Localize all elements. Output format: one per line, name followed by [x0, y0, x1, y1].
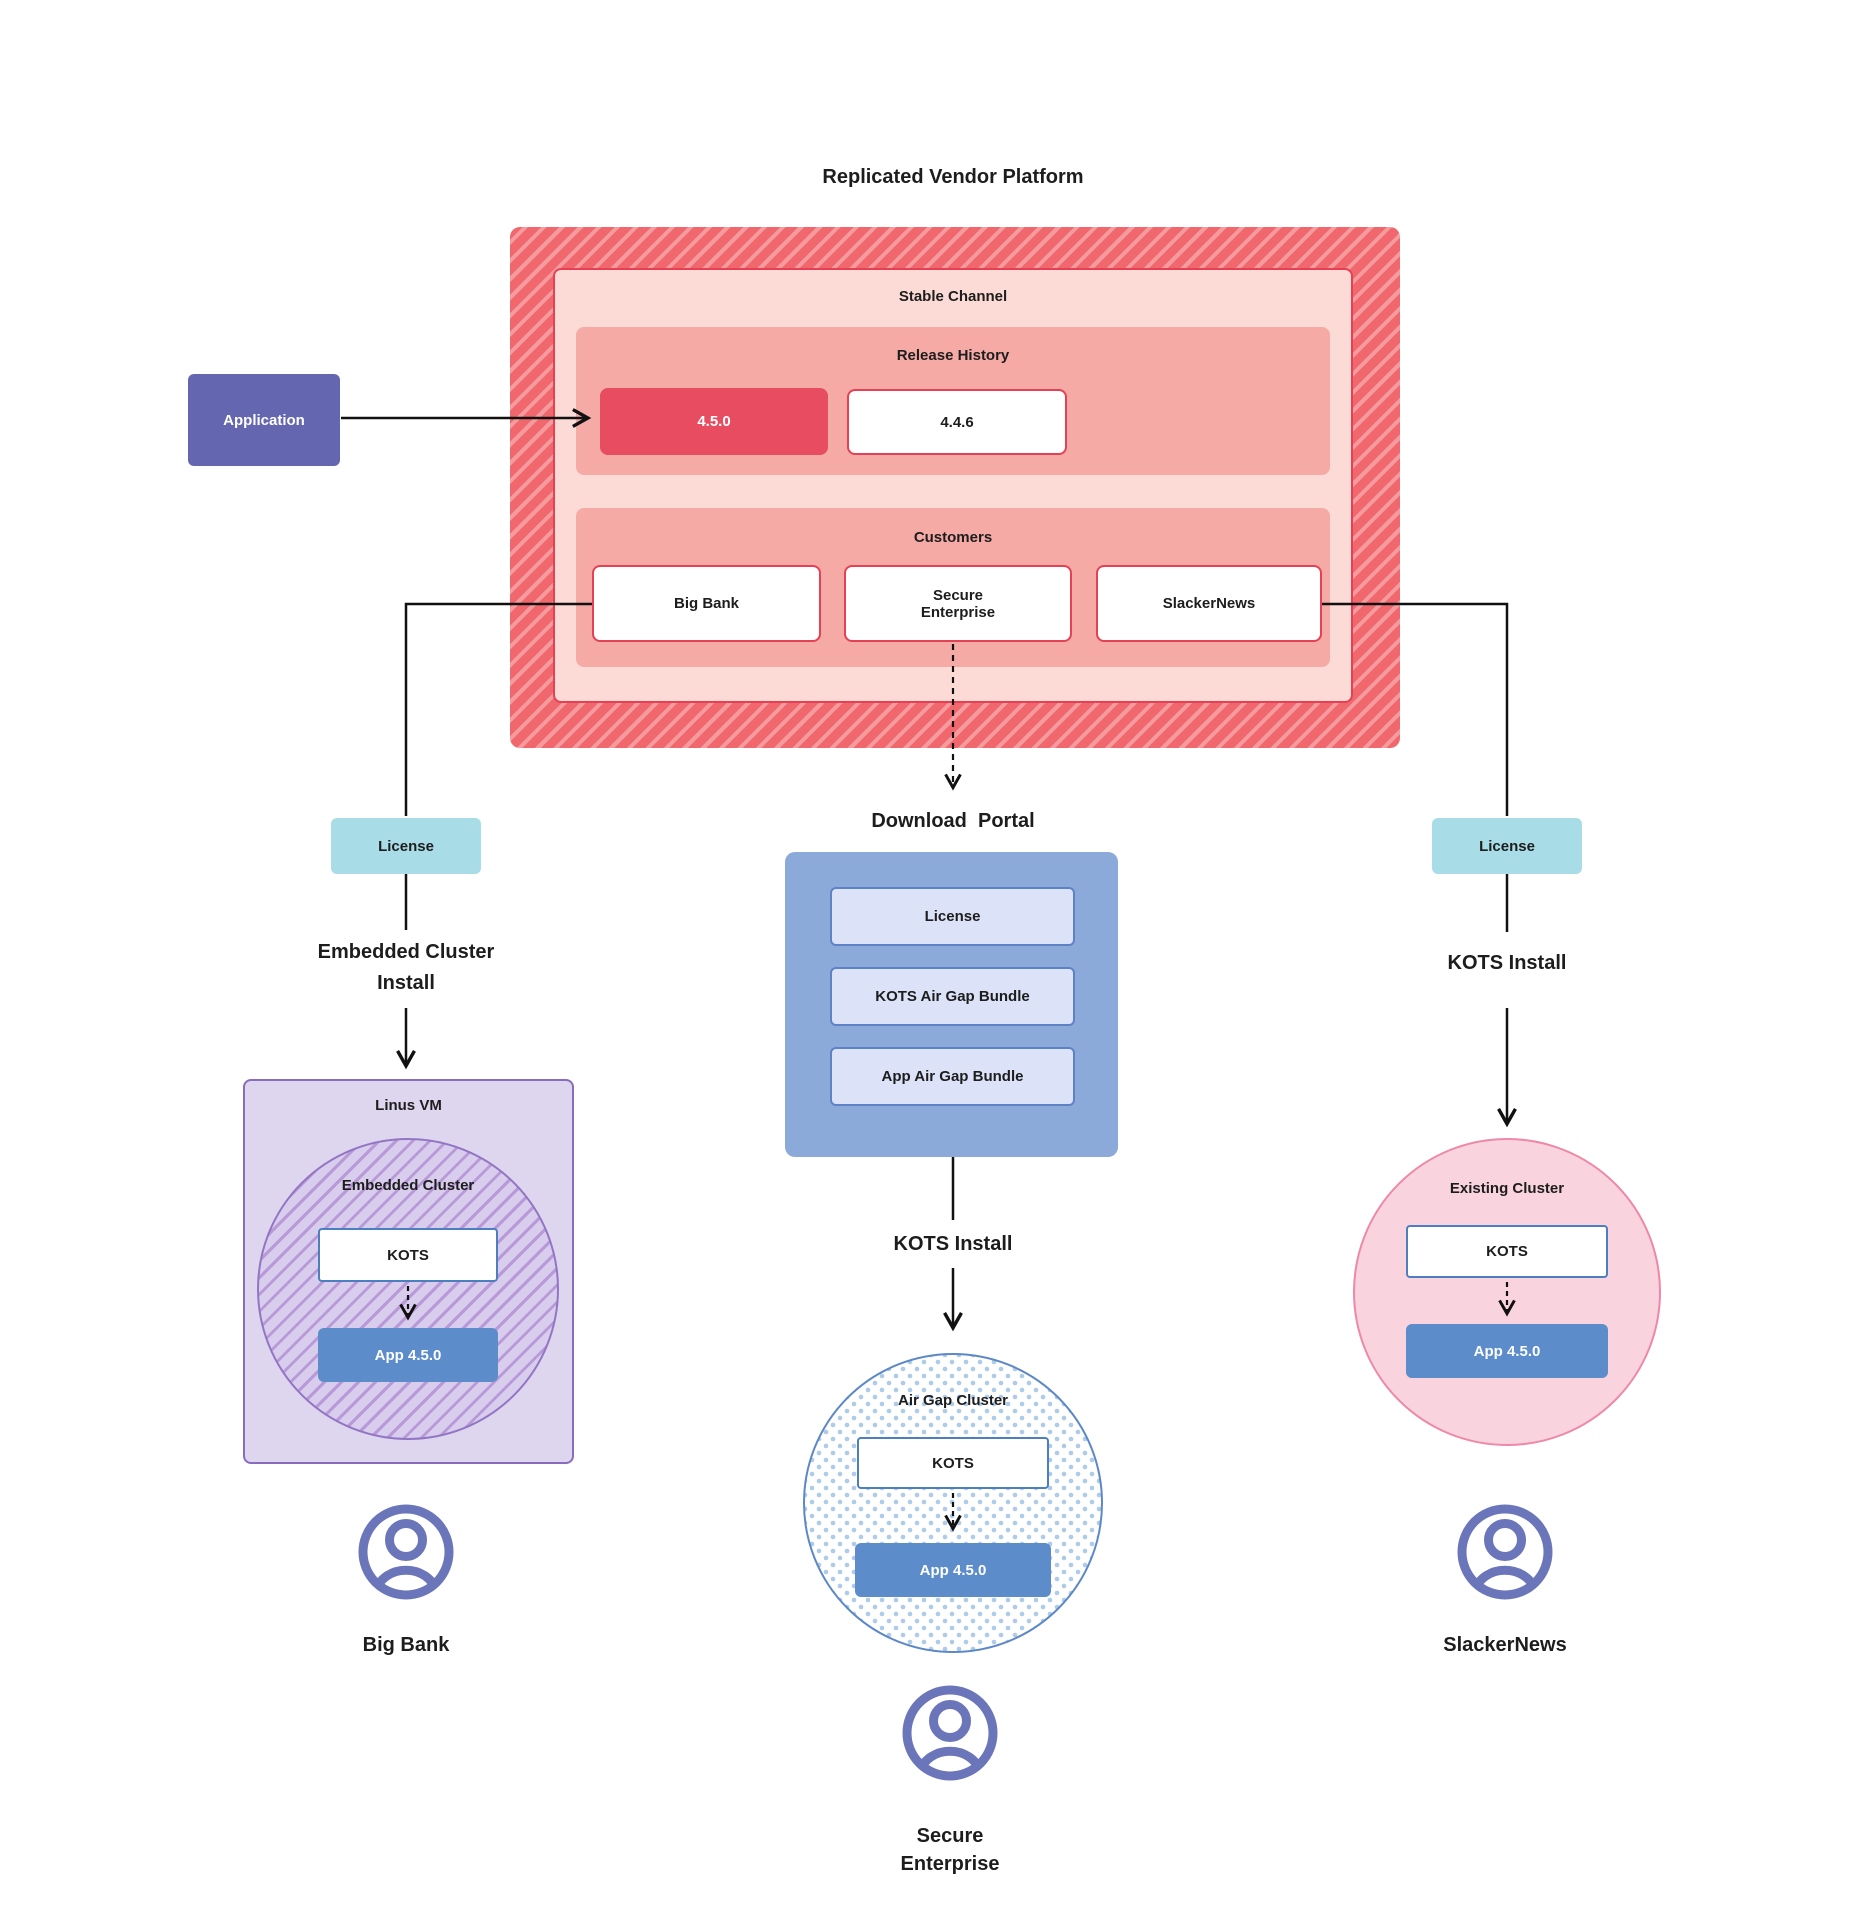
app-box-right: App 4.5.0 — [1406, 1324, 1608, 1378]
person-icon — [356, 1502, 456, 1602]
customers-label: Customers — [913, 529, 993, 546]
diagram-title: Replicated Vendor Platform — [822, 166, 1084, 188]
release-version-box-previous: 4.4.6 — [847, 389, 1067, 455]
embedded-cluster-label: Embedded Cluster — [341, 1177, 475, 1194]
kots-box-right: KOTS — [1406, 1225, 1608, 1278]
air-gap-cluster-label: Air Gap Cluster — [897, 1392, 1009, 1409]
person-label-secure-enterprise: Secure Enterprise — [900, 1825, 1000, 1875]
application-box: Application — [188, 374, 340, 466]
release-history-label: Release History — [896, 347, 1010, 364]
stable-channel-label: Stable Channel — [898, 288, 1008, 305]
kots-install-label-right: KOTS Install — [1447, 952, 1567, 974]
license-box-left: License — [331, 818, 481, 874]
kots-install-label-middle: KOTS Install — [893, 1233, 1013, 1255]
person-icon — [900, 1683, 1000, 1783]
embedded-cluster-install-label: Embedded Cluster Install — [317, 941, 495, 994]
app-box-left: App 4.5.0 — [318, 1328, 498, 1382]
customer-box-big-bank: Big Bank — [592, 565, 821, 642]
download-portal-title: Download Portal — [871, 810, 1035, 832]
customer-box-slackernews: SlackerNews — [1096, 565, 1322, 642]
kots-box-left: KOTS — [318, 1228, 498, 1282]
release-version-box-current: 4.5.0 — [600, 388, 828, 455]
customer-box-secure-enterprise: Secure Enterprise — [844, 565, 1072, 642]
existing-cluster-label: Existing Cluster — [1449, 1180, 1565, 1197]
kots-box-middle: KOTS — [857, 1437, 1049, 1489]
person-label-big-bank: Big Bank — [362, 1634, 450, 1656]
linus-vm-label: Linus VM — [375, 1097, 442, 1114]
portal-item-license: License — [830, 887, 1075, 946]
portal-item-app-bundle: App Air Gap Bundle — [830, 1047, 1075, 1106]
portal-item-kots-bundle: KOTS Air Gap Bundle — [830, 967, 1075, 1026]
app-box-middle: App 4.5.0 — [855, 1543, 1051, 1597]
person-icon — [1455, 1502, 1555, 1602]
person-label-slackernews: SlackerNews — [1443, 1634, 1567, 1656]
license-box-right: License — [1432, 818, 1582, 874]
